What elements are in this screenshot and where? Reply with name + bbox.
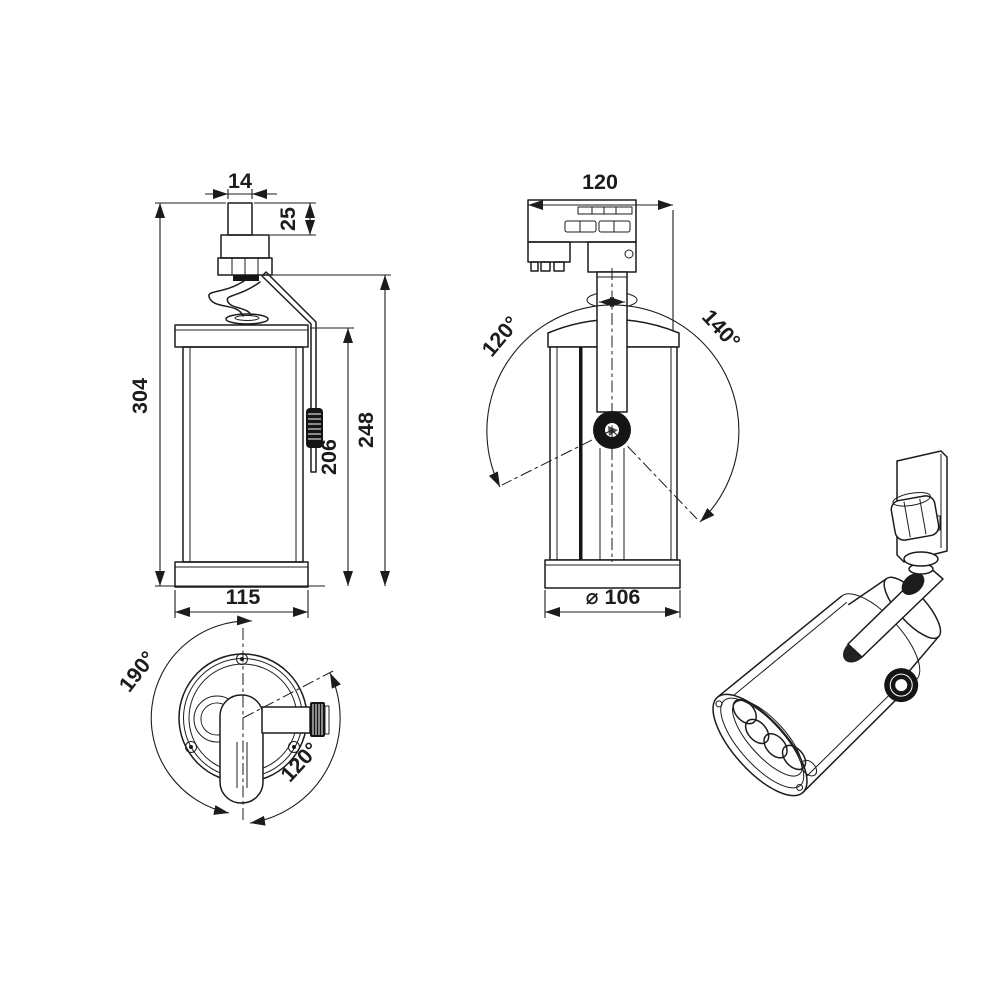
dim-overall-height-label: 304 [128,378,152,414]
dim-stem-height-label: 25 [276,207,300,231]
hex-knob-3d [890,492,940,541]
screw [185,741,197,753]
dim-housing-width-label: 115 [226,585,261,609]
dim-adapter-width-label: 120 [582,170,618,194]
dim-stem-width-label: 14 [228,169,252,193]
yoke-arm [219,694,264,804]
dim-stem-width: 14 [205,169,277,199]
adapter-lower-left [527,241,571,263]
dim-housing-height: 206 [310,327,354,586]
stem-collar [233,275,259,281]
s-arm [208,280,269,325]
dim-body-height-label: 248 [354,412,378,448]
dim-stem-height: 25 [254,202,316,236]
top-side-arm [261,702,330,737]
dim-diameter-label: ⌀ 106 [586,585,641,609]
front-ring [712,693,808,797]
bottom-flange [174,561,309,588]
rotation-left-label: 190° [114,647,160,697]
screw [796,783,804,791]
track-stem [227,202,253,236]
tilt-arc [486,304,740,523]
perspective-view [712,450,948,797]
top-view: 190° 120° [114,615,341,826]
rotation-arc-120 [249,672,341,826]
dim-housing-height-label: 206 [317,439,341,475]
yoke-arm-3d [847,565,944,658]
rotation-right-label: 120° [276,738,324,787]
side-view: 14 25 304 206 248 [128,169,391,618]
tilt-left-label: 120° [477,312,524,362]
knob-3d [884,668,919,703]
top-flange [174,324,309,348]
housing-body [182,346,304,563]
dim-diameter: ⌀ 106 [544,585,681,618]
screw [715,700,723,708]
tilt-right-label: 140° [697,305,745,354]
side-bracket [261,271,317,473]
rotation-arc-190 [150,615,253,815]
collar-3d [903,551,939,567]
adapter-block [220,234,270,259]
dim-adapter-width: 120 [528,170,674,330]
dim-overall-height: 304 [128,202,325,587]
led-lenses [732,698,818,777]
cylinder-3d [712,576,942,797]
front-bottom-flange [544,559,681,589]
dim-housing-width: 115 [174,585,309,618]
adapter-lower-right [587,241,637,273]
dim-body-height: 248 [268,274,391,586]
side-knob [306,408,323,448]
front-view: 120 120° 140° ⌀ 106 [477,170,745,618]
clamp-nut-3d [901,573,925,595]
